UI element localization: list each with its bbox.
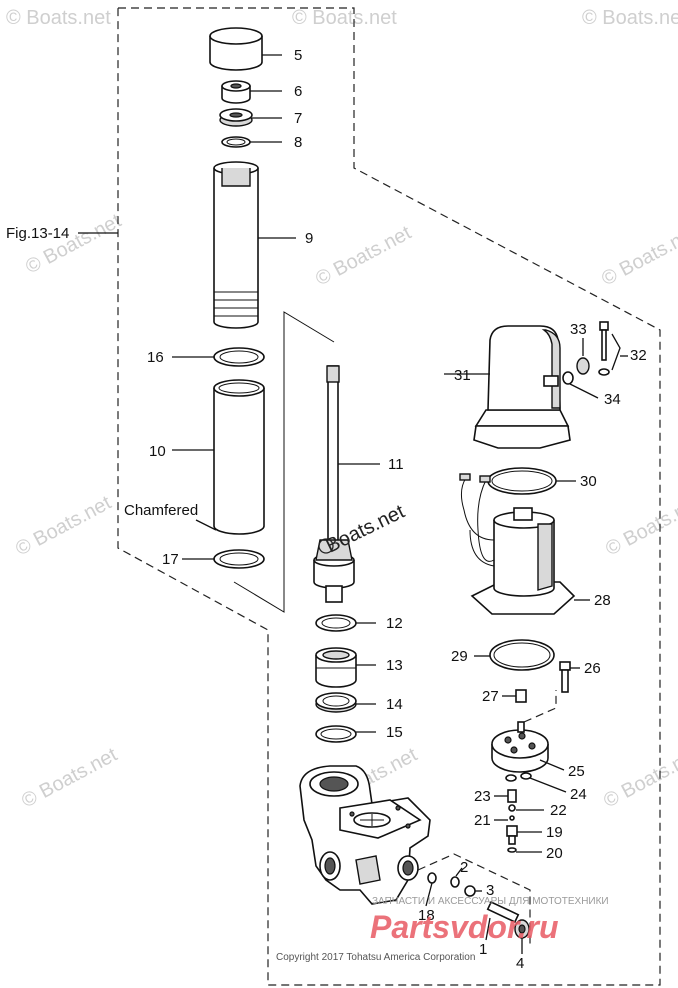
tilt-housing <box>299 765 431 905</box>
part-16-oring: 16 <box>147 347 265 367</box>
part-number-12: 12 <box>386 615 403 632</box>
part-number-24: 24 <box>570 786 587 803</box>
watermark-text: © Boats.net <box>582 7 678 29</box>
part-27-plug: 27 <box>482 688 527 705</box>
part-number-8: 8 <box>294 134 302 151</box>
part-11-group-outline <box>233 311 335 613</box>
part-10-tube: 10 <box>149 379 265 535</box>
copyright-circle-icon <box>318 538 334 554</box>
valve-group-outline <box>417 853 531 944</box>
part-number-7: 7 <box>294 110 302 127</box>
part-number-23: 23 <box>474 788 491 805</box>
part-2-washer: 2 <box>450 859 468 888</box>
watermark-text: © Boats.net <box>602 492 678 561</box>
part-number-25: 25 <box>568 763 585 780</box>
part-number-29: 29 <box>451 648 468 665</box>
part-number-21: 21 <box>474 812 491 829</box>
watermark-text: © Boats.net <box>600 744 678 813</box>
shop-banner: ЗАПЧАСТИ И АКСЕССУАРЫ ДЛЯ МОТОТЕХНИКИ <box>372 896 609 907</box>
part-number-2: 2 <box>460 859 468 876</box>
part-1-valve: 1 <box>479 900 520 958</box>
part-29-oring: 29 <box>451 639 555 671</box>
part-23-valve: 23 <box>474 788 517 805</box>
part-number-9: 9 <box>305 230 313 247</box>
watermark-text: © Boats.net <box>598 222 678 291</box>
part-9-cylinder: 9 <box>213 161 313 329</box>
part-4-cap: 4 <box>514 919 530 972</box>
part-number-33: 33 <box>570 321 587 338</box>
part-number-20: 20 <box>546 845 563 862</box>
part-18-oring: 18 <box>418 872 437 924</box>
part-number-6: 6 <box>294 83 302 100</box>
part-6-nut: 6 <box>221 80 302 104</box>
copyright-text: Copyright 2017 Tohatsu America Corporati… <box>276 952 475 963</box>
part-8-oring: 8 <box>221 134 302 151</box>
part-26-screw: 26 <box>559 660 601 693</box>
watermark-text: © Boats.net <box>12 492 115 561</box>
part-number-30: 30 <box>580 473 597 490</box>
part-3-ring: 3 <box>464 882 494 899</box>
part-number-26: 26 <box>584 660 601 677</box>
part-7-washer: 7 <box>219 108 302 127</box>
part-number-10: 10 <box>149 443 166 460</box>
part-32-bolt: 32 <box>598 321 647 376</box>
part-number-13: 13 <box>386 657 403 674</box>
part-17-oring: 17 <box>162 549 265 569</box>
part-number-31: 31 <box>454 367 471 384</box>
part-number-16: 16 <box>147 349 164 366</box>
part-21-pin: 21 <box>474 812 515 829</box>
assembly-boundary <box>117 7 661 986</box>
part-number-11: 11 <box>388 456 404 473</box>
watermarks: © Boats.net © Boats.net © Boats.net © Bo… <box>6 7 678 812</box>
part-number-3: 3 <box>486 882 494 899</box>
part-15-oring: 15 <box>315 724 403 743</box>
part-number-5: 5 <box>294 47 302 64</box>
part-number-32: 32 <box>630 347 647 364</box>
watermark-text: © Boats.net <box>6 7 111 29</box>
figure-reference: Fig.13-14 <box>6 225 69 242</box>
part-number-4: 4 <box>516 955 524 972</box>
watermark-text: © Boats.net <box>22 210 125 279</box>
part-31-motor-cover: 31 <box>444 325 571 449</box>
part-14-backup-ring: 14 <box>315 692 403 713</box>
part-33-plug: 33 <box>570 321 590 375</box>
part-number-17: 17 <box>162 551 179 568</box>
part-number-15: 15 <box>386 724 403 741</box>
part-number-1: 1 <box>479 941 487 958</box>
part-number-14: 14 <box>386 696 403 713</box>
part-5-cap: 5 <box>209 27 302 71</box>
part-number-19: 19 <box>546 824 563 841</box>
part-number-22: 22 <box>550 802 567 819</box>
part-34-oring: 34 <box>562 371 621 408</box>
part-11-piston-rod: 11 <box>313 365 404 603</box>
part-number-27: 27 <box>482 688 499 705</box>
chamfered-label: Chamfered <box>124 502 198 519</box>
part-12-seal: 12 <box>315 614 403 632</box>
watermark-text: © Boats.net <box>18 744 121 813</box>
part-number-28: 28 <box>594 592 611 609</box>
watermark-text: © Boats.net <box>292 7 397 29</box>
part-13-bushing: 13 <box>315 647 403 688</box>
part-number-34: 34 <box>604 391 621 408</box>
part-number-18: 18 <box>418 907 435 924</box>
part-22-ball: 22 <box>508 802 567 819</box>
part-20-oring: 20 <box>507 845 563 862</box>
part-24-orings: 24 <box>505 772 587 803</box>
part-28-motor: 28 <box>459 473 611 615</box>
part-25-pump: 25 <box>491 690 585 780</box>
watermark-text: © Boats.net <box>312 222 415 291</box>
part-19-valve: 19 <box>506 824 563 845</box>
shop-logo: Partsvdor.ru <box>370 909 559 945</box>
chamfered-leader <box>195 519 217 531</box>
part-30-oring: 30 <box>487 467 597 495</box>
